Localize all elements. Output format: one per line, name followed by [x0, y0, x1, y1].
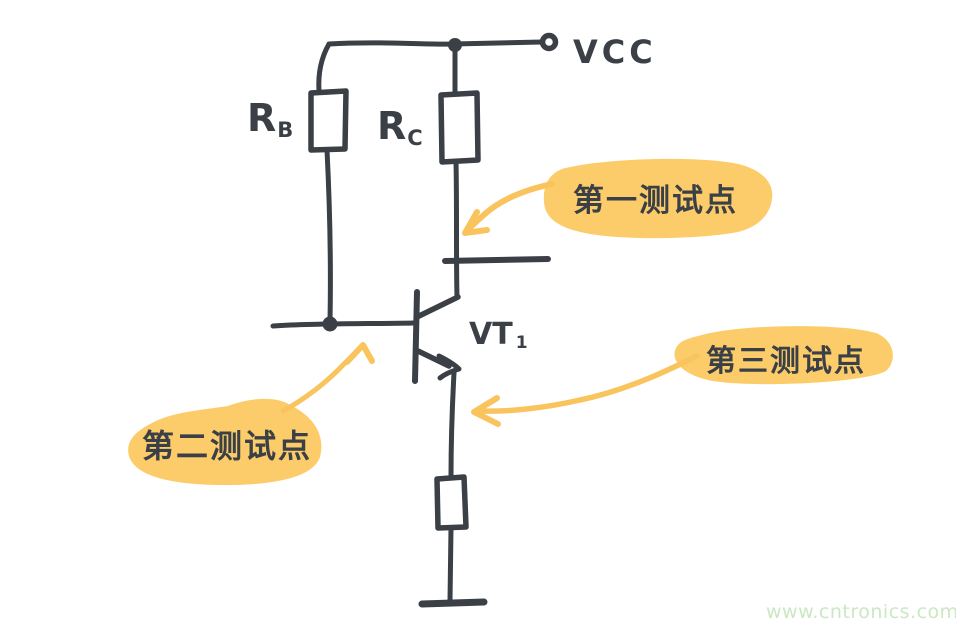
vt1-label-main: VT — [469, 317, 513, 352]
vcc-label: VCC — [573, 33, 657, 71]
ground-wire — [447, 525, 454, 604]
rc-label-main: R — [377, 104, 407, 148]
transistor-base-bar — [412, 289, 420, 384]
vt1-label-sub: 1 — [515, 333, 528, 353]
transistor-collector-slant — [414, 294, 461, 320]
emitter-resistor-body — [434, 474, 469, 531]
rc-label-sub: C — [407, 126, 423, 150]
emitter-wire — [448, 370, 457, 480]
rc-label: RC — [377, 104, 423, 150]
collector-bar — [442, 256, 551, 264]
base-junction-dot — [322, 316, 338, 332]
top-rail-wire — [326, 39, 545, 47]
test-point-3-label: 第三测试点 — [706, 344, 866, 379]
arrow-to-test-point-3-head — [471, 395, 501, 427]
base-wire — [270, 320, 416, 329]
rb-top-wire — [316, 41, 332, 94]
highlight-bubble-test-point-2 — [128, 398, 322, 486]
arrow-to-test-point-3 — [478, 353, 700, 414]
test-point-1-label: 第一测试点 — [573, 183, 738, 219]
collector-wire — [453, 159, 460, 300]
transistor-emitter-slant — [415, 348, 452, 369]
transistor-emitter-arrowhead — [436, 353, 462, 381]
test-point-2-label: 第二测试点 — [141, 427, 312, 465]
rb-bottom-wire — [324, 147, 333, 325]
arrow-to-test-point-1-head — [462, 209, 490, 236]
rb-label: RB — [247, 96, 293, 142]
top-rail-junction-dot — [448, 38, 462, 52]
vcc-terminal-icon — [539, 32, 559, 52]
arrow-to-test-point-2-head — [344, 342, 375, 365]
rb-label-main: R — [247, 96, 277, 140]
highlight-bubble-test-point-3 — [674, 326, 893, 385]
rb-resistor-body — [308, 88, 349, 153]
rc-resistor-body — [438, 90, 481, 165]
rb-label-sub: B — [277, 118, 294, 142]
watermark: www.cntronics.com — [766, 601, 956, 623]
highlight-bubble-test-point-1 — [543, 158, 773, 239]
ground-bar — [418, 598, 488, 608]
arrow-to-test-point-1 — [464, 181, 555, 234]
